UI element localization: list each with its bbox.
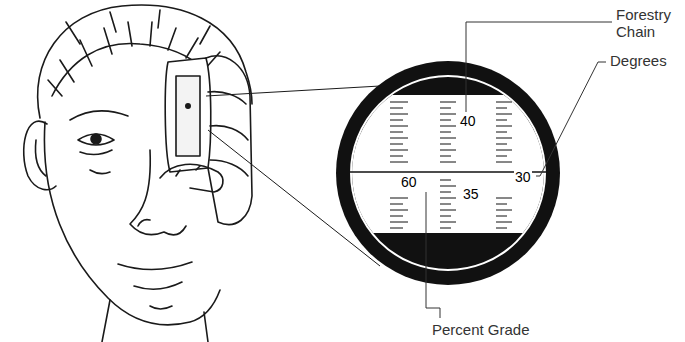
tick-mark xyxy=(390,204,403,205)
tick-mark xyxy=(390,210,408,211)
tick-mark xyxy=(496,156,507,157)
tick-mark xyxy=(440,150,456,151)
tick-mark xyxy=(440,192,451,193)
tick-mark xyxy=(390,162,408,163)
tick-mark xyxy=(496,114,512,115)
tick-mark xyxy=(496,102,512,103)
tick-mark xyxy=(390,132,403,133)
tick-mark xyxy=(496,144,507,145)
tick-mark xyxy=(440,156,451,157)
tick-mark xyxy=(496,132,507,133)
tick-mark xyxy=(390,102,408,103)
tick-mark xyxy=(390,228,403,229)
tick-mark xyxy=(390,126,408,127)
scale-name: Percent Grade xyxy=(432,321,530,338)
tick-mark xyxy=(390,156,403,157)
tick-mark xyxy=(440,228,451,229)
tick-mark xyxy=(440,204,451,205)
tick-mark xyxy=(390,150,408,151)
scale-number: 60 xyxy=(400,175,418,189)
tick-mark xyxy=(390,222,408,223)
tick-mark xyxy=(440,222,456,223)
face-drawing xyxy=(24,5,252,342)
tick-mark xyxy=(390,108,403,109)
tick-mark xyxy=(440,216,451,217)
tick-mark xyxy=(440,108,451,109)
tick-mark xyxy=(390,198,408,199)
tick-mark xyxy=(440,162,456,163)
tick-mark xyxy=(496,120,507,121)
tick-mark xyxy=(440,180,451,181)
tick-mark xyxy=(440,198,456,199)
tick-mark xyxy=(440,144,451,145)
tick-mark xyxy=(496,150,512,151)
tick-mark xyxy=(390,138,408,139)
tick-mark xyxy=(496,228,507,229)
scale-name: Degrees xyxy=(610,52,667,69)
tick-mark xyxy=(496,222,512,223)
scale-number: 30 xyxy=(514,170,532,184)
tick-mark xyxy=(390,120,403,121)
tick-mark xyxy=(440,186,456,187)
scale-number: 35 xyxy=(462,187,480,201)
tick-mark xyxy=(496,210,512,211)
scale-number: 40 xyxy=(459,114,477,128)
tick-mark xyxy=(440,132,451,133)
tick-mark xyxy=(440,138,456,139)
tick-mark xyxy=(390,114,408,115)
eyepiece-ring xyxy=(336,61,560,285)
tick-mark xyxy=(496,138,512,139)
tick-mark xyxy=(496,204,507,205)
scale-name: Forestry Chain xyxy=(616,6,682,41)
tick-mark xyxy=(440,210,456,211)
tick-mark xyxy=(496,108,507,109)
tick-mark xyxy=(440,126,456,127)
tick-mark xyxy=(440,114,456,115)
scale-window xyxy=(352,95,544,233)
tick-mark xyxy=(496,198,512,199)
label-leader xyxy=(426,22,612,318)
tick-mark xyxy=(440,102,456,103)
tick-mark xyxy=(496,126,512,127)
eyepiece-rim xyxy=(351,76,545,270)
scale-ticks xyxy=(390,102,512,228)
tick-mark xyxy=(496,216,507,217)
tick-mark xyxy=(440,120,451,121)
tick-mark xyxy=(496,162,512,163)
tick-mark xyxy=(390,144,403,145)
tick-mark xyxy=(390,216,403,217)
